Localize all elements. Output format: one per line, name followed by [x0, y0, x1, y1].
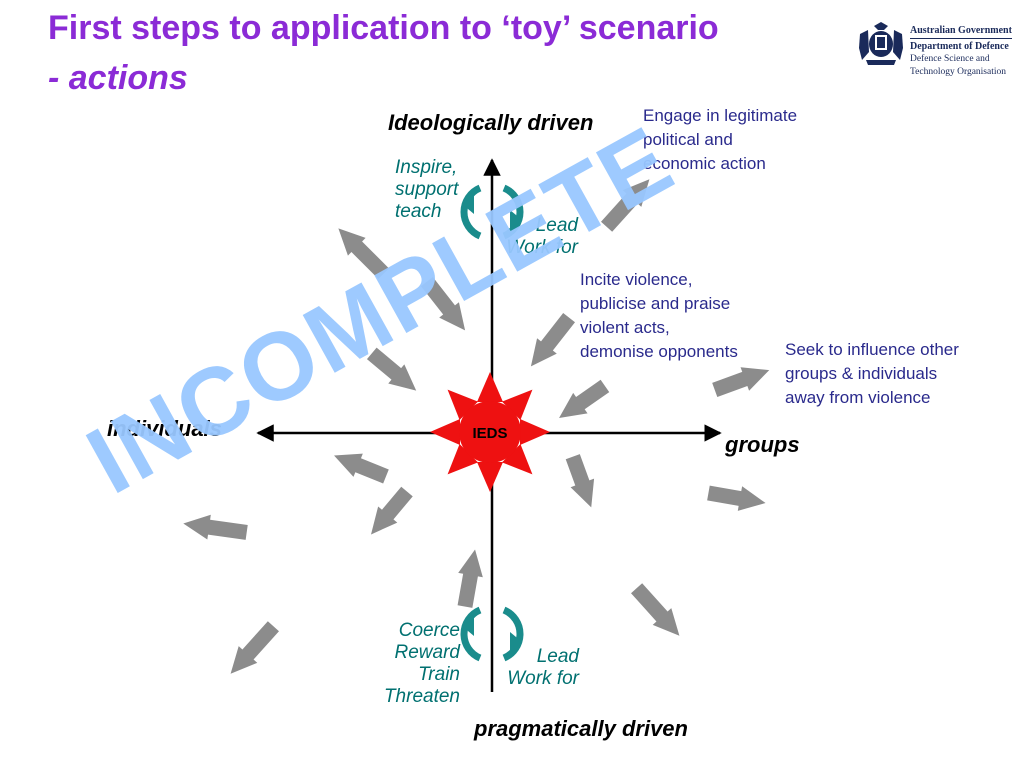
note-engage: Engage in legitimate political and econo…	[643, 104, 797, 176]
starburst-ray	[477, 372, 503, 402]
grey-block-arrow	[421, 276, 466, 331]
grey-block-arrow	[371, 486, 413, 535]
starburst-ray	[447, 389, 478, 420]
cycle-line: Lead	[535, 215, 578, 236]
note-line: economic action	[643, 154, 766, 173]
grey-block-arrow	[366, 347, 417, 391]
grey-block-arrow	[530, 312, 575, 367]
grey-block-arrow	[334, 453, 389, 484]
bottom-cycle-left-text: Coerce Reward Train Threaten	[362, 620, 460, 708]
page-title: First steps to application to ‘toy’ scen…	[48, 9, 719, 47]
grey-block-arrow	[565, 454, 595, 508]
note-seek: Seek to influence other groups & individ…	[785, 338, 959, 410]
logo-line-3: Defence Science and	[910, 54, 990, 64]
starburst-ray	[502, 389, 533, 420]
grey-block-arrow	[559, 379, 610, 419]
note-line: demonise opponents	[580, 342, 738, 361]
bottom-cycle-right-text: Lead Work for	[494, 646, 579, 690]
grey-block-arrow	[707, 485, 766, 511]
page-subtitle: - actions	[48, 59, 188, 97]
logo-line-2: Department of Defence	[910, 38, 1012, 53]
note-line: Engage in legitimate	[643, 106, 798, 125]
note-line: Seek to influence other	[785, 340, 959, 359]
note-line: publicise and praise	[580, 294, 731, 313]
axis-label-top: Ideologically driven	[388, 110, 594, 135]
government-logo: Australian Government Department of Defe…	[856, 18, 1016, 82]
cycle-line: Inspire,	[395, 157, 458, 178]
cycle-line: Work for	[507, 668, 579, 689]
note-incite: Incite violence, publicise and praise vi…	[580, 268, 738, 364]
axis-label-right: groups	[725, 432, 800, 457]
note-line: political and	[643, 130, 733, 149]
cycle-line: support	[395, 179, 459, 200]
grey-block-arrow	[631, 583, 680, 636]
note-line: Incite violence,	[580, 270, 693, 289]
grey-block-arrow	[601, 179, 650, 232]
top-cycle-icon	[460, 184, 524, 240]
cycle-line: Lead	[536, 646, 579, 667]
logo-text: Australian Government Department of Defe…	[910, 24, 1012, 79]
starburst	[430, 372, 550, 492]
grey-block-arrow	[338, 228, 389, 279]
top-cycle-right-text: Lead Work for	[493, 215, 578, 259]
cycle-line: Coerce	[398, 620, 460, 641]
note-line: groups & individuals	[785, 364, 938, 383]
grey-block-arrow	[457, 549, 483, 608]
starburst-ray	[502, 444, 533, 475]
logo-line-4: Technology Organisation	[910, 67, 1006, 77]
starburst-ray	[520, 419, 550, 445]
logo-line-1: Australian Government	[910, 25, 1012, 36]
axis-label-bottom: pragmatically driven	[474, 716, 688, 741]
ieds-label: IEDS	[472, 425, 507, 442]
ieds-circle	[459, 401, 521, 463]
starburst-ray	[447, 444, 478, 475]
cycle-line: Work for	[506, 237, 578, 258]
axis-label-left: individuals	[107, 416, 222, 441]
bottom-cycle-icon	[460, 606, 524, 662]
top-cycle-left-text: Inspire, support teach	[395, 157, 458, 223]
cycle-line: Reward	[394, 642, 460, 663]
grey-block-arrow	[230, 621, 279, 674]
cycle-line: teach	[395, 201, 442, 222]
starburst-ray	[477, 462, 503, 492]
starburst-ray	[430, 419, 460, 445]
note-line: violent acts,	[580, 318, 670, 337]
cycle-line: Train	[418, 664, 460, 685]
note-line: away from violence	[785, 388, 931, 407]
grey-block-arrow	[183, 514, 248, 540]
block-arrows	[183, 179, 770, 674]
coat-of-arms-icon	[859, 22, 903, 65]
cycle-line: Threaten	[383, 686, 460, 707]
grey-block-arrow	[712, 367, 770, 397]
